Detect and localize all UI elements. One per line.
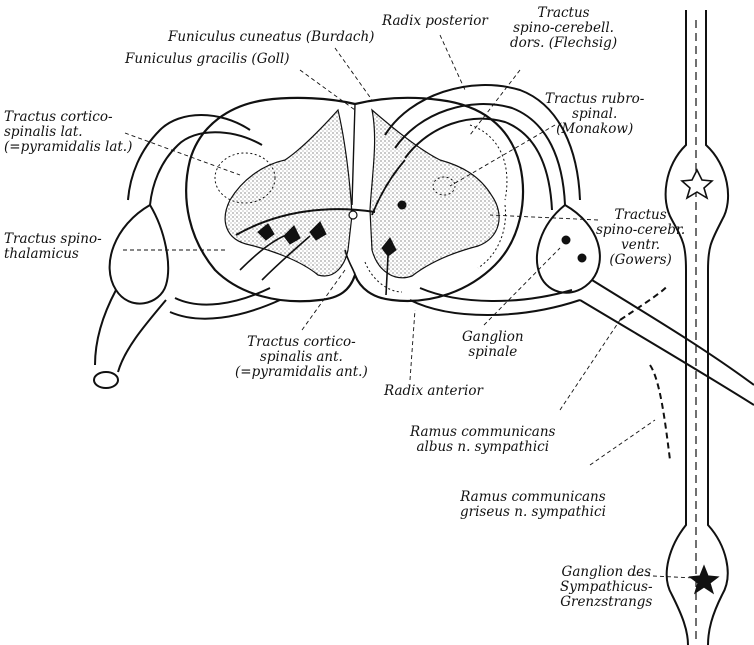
label-ramus-communicans-griseus: Ramus communicans griseus n. sympathici	[460, 490, 606, 520]
label-radix-posterior: Radix posterior	[382, 14, 488, 29]
left-spinal-nerve-outer	[95, 290, 116, 365]
left-spinal-nerve-inner	[118, 300, 166, 372]
label-ganglion-spinale: Ganglion spinale	[462, 330, 524, 360]
leader-cuneatus	[335, 48, 372, 100]
spinal-nerve-inner	[580, 300, 754, 405]
label-tractus-spinocerebellaris-dors: Tractus spino-cerebell. dors. (Flechsig)	[510, 6, 617, 51]
left-nerve-cut-end	[94, 372, 118, 388]
label-tractus-rubrospinalis: Tractus rubro- spinal. (Monakow)	[545, 92, 644, 137]
sympathetic-trunk	[666, 10, 728, 645]
neuron-ganglion-1	[562, 236, 570, 244]
leader-ramus-albus	[560, 320, 620, 410]
ventral-root-outer	[410, 300, 580, 315]
trunk-right-wall	[706, 10, 728, 645]
label-ramus-communicans-albus: Ramus communicans albus n. sympathici	[410, 425, 555, 455]
spinal-nerve-outer	[592, 280, 754, 385]
label-tractus-spinocerebellaris-ventr: Tractus spino-cerebr. ventr. (Gowers)	[596, 208, 685, 268]
leader-ramus-griseus	[590, 420, 655, 465]
label-tractus-corticospinalis-ant: Tractus cortico- spinalis ant. (=pyramid…	[235, 335, 368, 380]
left-spinal-ganglion	[110, 205, 169, 304]
label-funiculus-gracilis: Funiculus gracilis (Goll)	[125, 52, 290, 67]
central-canal	[349, 211, 357, 219]
label-funiculus-cuneatus: Funiculus cuneatus (Burdach)	[168, 30, 374, 45]
label-tractus-corticospinalis-lat: Tractus cortico- spinalis lat. (=pyramid…	[4, 110, 132, 155]
upper-ganglion-star	[682, 170, 712, 198]
label-radix-anterior: Radix anterior	[384, 384, 483, 399]
leader-radix-anterior	[410, 310, 415, 380]
label-ganglion-sympathicus: Ganglion des Sympathicus- Grenzstrangs	[560, 565, 653, 610]
leader-radix-posterior	[440, 35, 465, 90]
neuron-right-2	[398, 201, 406, 209]
neuron-ganglion-2	[578, 254, 586, 262]
label-tractus-spinothalamicus: Tractus spino- thalamicus	[4, 232, 102, 262]
lower-ganglion-star	[690, 566, 718, 593]
spinal-ganglion	[537, 205, 600, 293]
ramus-griseus	[650, 365, 670, 460]
